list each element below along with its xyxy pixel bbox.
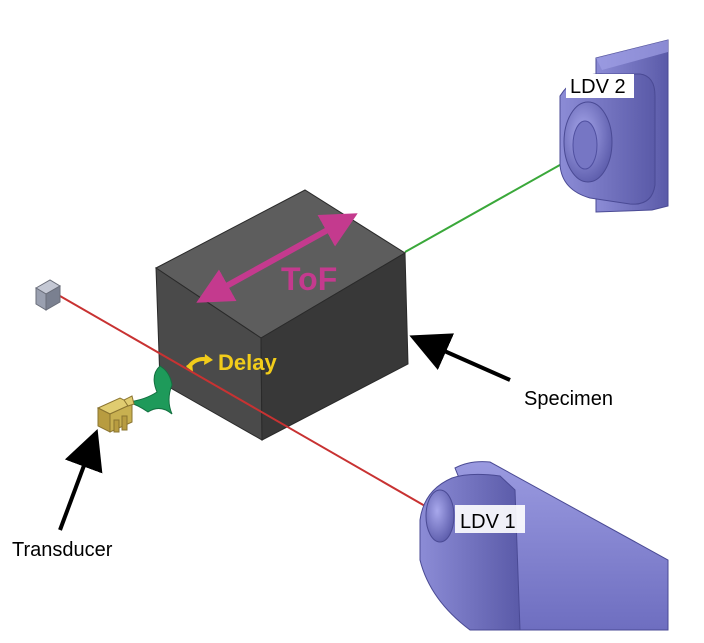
transducer-label: Transducer <box>12 539 113 561</box>
tof-label: ToF <box>281 261 337 297</box>
ldv2-device <box>559 39 669 213</box>
tof-arrow <box>196 213 358 303</box>
transducer-pointer-arrow <box>58 429 103 531</box>
wedge <box>127 365 173 415</box>
curved-double-arrow-icon <box>186 354 213 372</box>
specimen-block <box>155 189 409 441</box>
ldv1-device <box>419 461 669 631</box>
ldv1-label-box <box>455 505 525 533</box>
ldv2-label-box <box>566 74 634 98</box>
ldv2-laser-beam <box>404 151 584 253</box>
specimen-label: Specimen <box>524 388 613 410</box>
specimen-pointer-arrow <box>409 333 511 382</box>
delay-label: Delay <box>218 350 277 375</box>
ldv1-laser-beam <box>59 295 433 511</box>
ldv1-label: LDV 1 <box>460 511 516 533</box>
transducer-icon <box>96 395 135 433</box>
ldv2-label: LDV 2 <box>570 76 626 98</box>
reflector-target <box>35 279 61 311</box>
